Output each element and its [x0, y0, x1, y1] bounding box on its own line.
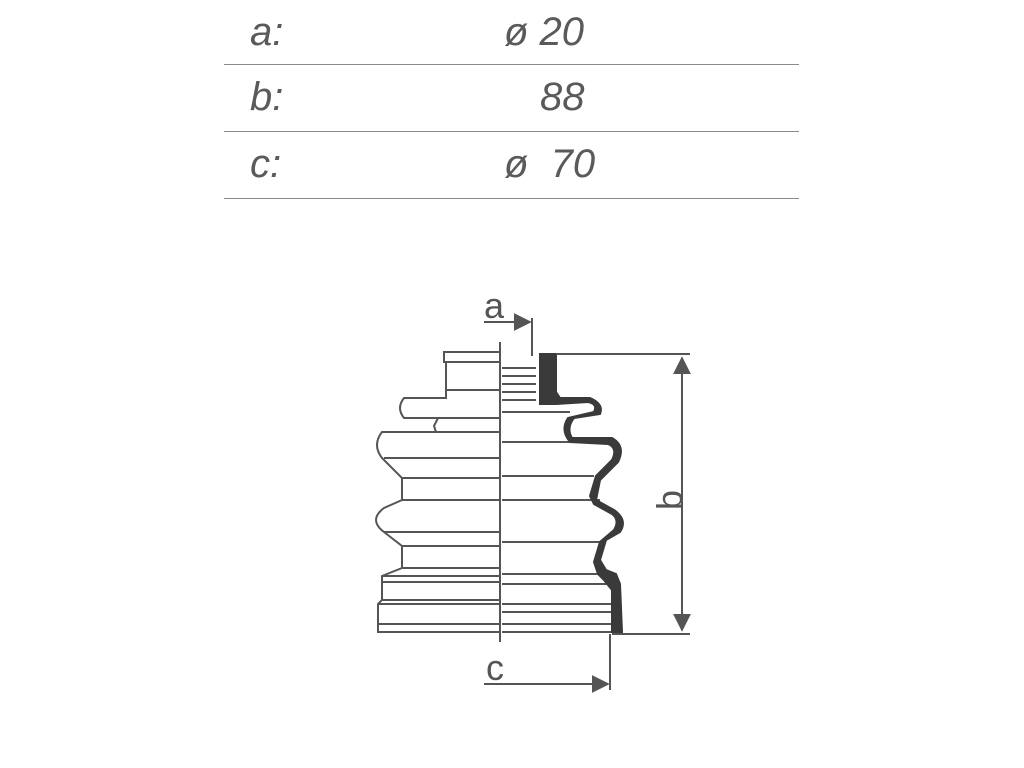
spec-row-a: a: ø 20 [224, 0, 799, 65]
boot-wall-profile [539, 353, 624, 633]
boot-left-outline [375, 351, 500, 633]
spec-key: c: [250, 142, 282, 186]
spec-row-c: c: ø 70 [224, 132, 799, 199]
dimension-a-label: a [484, 285, 505, 326]
spec-table: a: ø 20 b: 88 c: ø 70 [224, 0, 799, 199]
dimension-c-label: c [486, 647, 504, 688]
spec-value: 88 [540, 75, 585, 119]
spec-value: ø 70 [504, 142, 596, 186]
boot-right-section [502, 367, 612, 633]
spec-value: ø 20 [504, 10, 585, 54]
spec-key: b: [250, 75, 284, 119]
spec-row-b: b: 88 [224, 65, 799, 132]
spec-key: a: [250, 10, 284, 54]
dimension-b-label: b [649, 490, 690, 510]
